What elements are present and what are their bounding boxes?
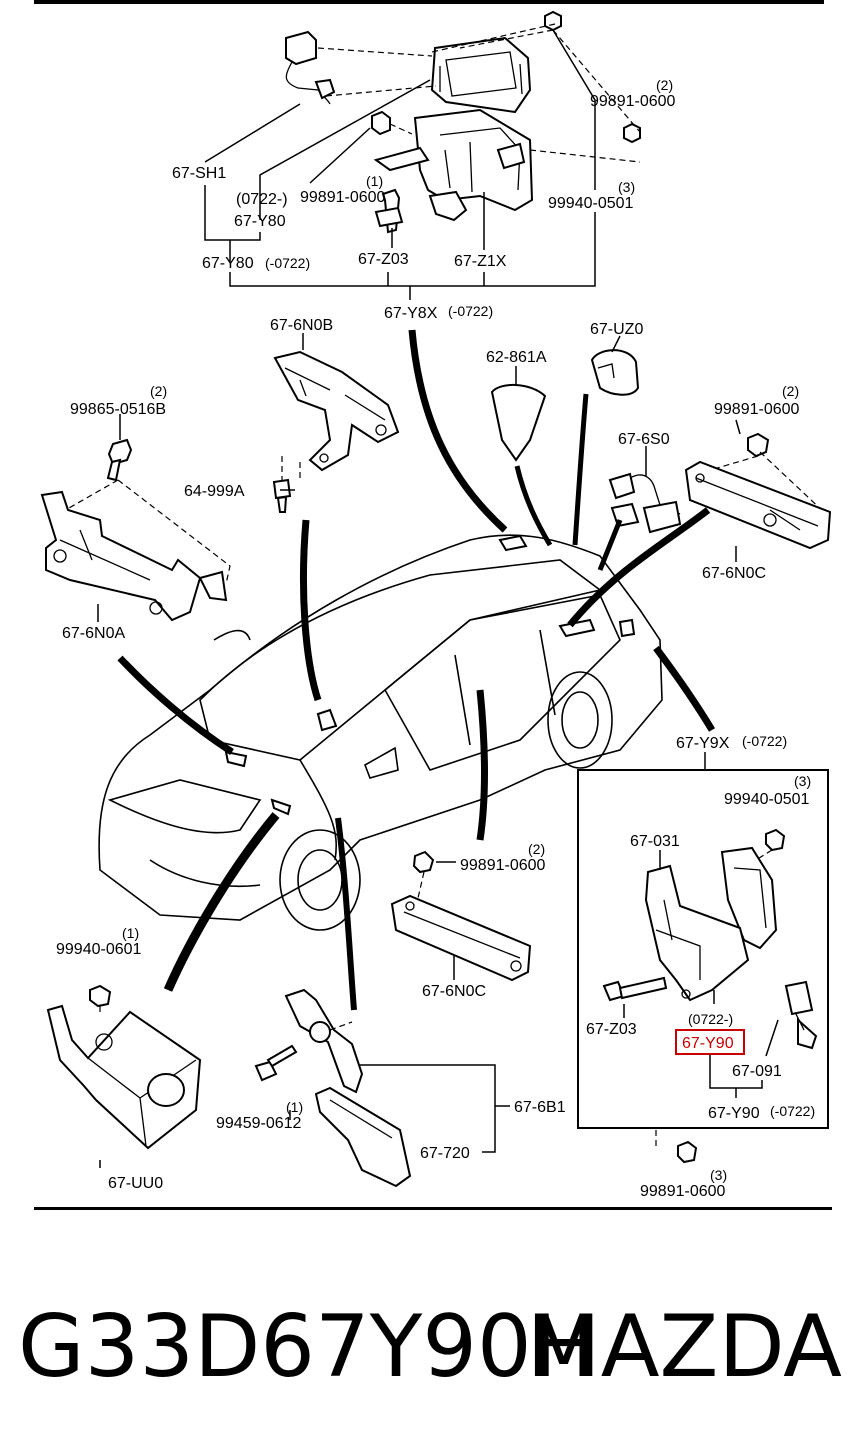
nut-icon-99940-0601	[89, 984, 112, 1008]
module-67-6n0c-mid	[390, 894, 532, 982]
bolt-icon-box	[602, 976, 668, 1002]
highlight-box	[675, 1029, 745, 1055]
label-67-y80: 67-Y80	[234, 213, 286, 230]
label-99940-tr: 99940-0501	[548, 195, 634, 212]
label-99940-box: 99940-0501	[724, 791, 810, 808]
label-99891-top: 99891-0600	[300, 189, 386, 206]
car-body	[98, 534, 663, 931]
label-67-y9x: 67-Y9X	[676, 735, 730, 752]
nut-icon-top-right	[623, 122, 641, 144]
label-qty2-tr: (2)	[656, 77, 673, 93]
label-y8x-suffix: (-0722)	[448, 303, 493, 319]
sensor-67-uz0	[590, 349, 640, 396]
label-y80-0722: (0722-)	[236, 191, 288, 208]
bracket-67-6b1	[284, 988, 364, 1094]
label-qty3-b: (3)	[710, 1167, 727, 1183]
bracket-6n0b	[273, 350, 400, 472]
label-qty3-box: (3)	[794, 773, 811, 789]
label-qty2-mid: (2)	[528, 841, 545, 857]
label-67-y90-highlight: 67-Y90	[682, 1035, 734, 1052]
label-99940-0601: 99940-0601	[56, 941, 142, 958]
label-qty1-l: (1)	[122, 925, 139, 941]
bolt-icon-64-999a	[272, 478, 292, 513]
label-qty1-b: (1)	[286, 1099, 303, 1115]
nut-icon-box	[765, 828, 786, 852]
label-y90-0722: (0722-)	[688, 1011, 733, 1027]
bottom-rule	[34, 1207, 832, 1210]
label-67-uu0: 67-UU0	[108, 1175, 163, 1192]
label-67-6b1: 67-6B1	[514, 1099, 566, 1116]
nut-icon-top-left	[371, 110, 391, 136]
label-67-sh1: 67-SH1	[172, 165, 226, 182]
label-y9x-suffix: (-0722)	[742, 733, 787, 749]
module-67-6n0c-right	[684, 460, 832, 550]
label-67-6n0a: 67-6N0A	[62, 625, 125, 642]
label-67-6n0b: 67-6N0B	[270, 317, 333, 334]
label-y80-old-suffix: (-0722)	[265, 255, 310, 271]
nut-icon-top-center	[544, 10, 562, 32]
label-67-6n0c-right: 67-6N0C	[702, 565, 766, 582]
label-y90-old-suffix: (-0722)	[770, 1103, 815, 1119]
bracket-67-031	[644, 864, 750, 1002]
label-99865: 99865-0516B	[70, 401, 166, 418]
label-67-720: 67-720	[420, 1145, 470, 1162]
car-small-parts	[224, 534, 636, 816]
module-67-y90-box	[720, 846, 778, 950]
bolt-icon-99865	[106, 438, 133, 482]
label-67-z1x: 67-Z1X	[454, 253, 507, 270]
label-99891-r: 99891-0600	[714, 401, 800, 418]
nut-icon-mid	[412, 850, 435, 874]
label-64-999a: 64-999A	[184, 483, 245, 500]
label-qty2-l: (2)	[150, 383, 167, 399]
parts-diagram: 67-SH1 (0722-) 67-Y80 99891-0600 (1) 67-…	[34, 0, 832, 1210]
label-99891-mid: 99891-0600	[460, 857, 546, 874]
module-67-720	[314, 1086, 412, 1188]
module-67-uu0	[46, 1004, 202, 1150]
bracket-6n0a	[40, 490, 228, 622]
label-67-y80-old: 67-Y80	[202, 255, 254, 272]
label-67-6s0: 67-6S0	[618, 431, 670, 448]
label-67-uz0: 67-UZ0	[590, 321, 643, 338]
bold-leaders	[117, 329, 716, 1011]
label-67-6n0c-mid: 67-6N0C	[422, 983, 486, 1000]
label-67-y90-old: 67-Y90	[708, 1105, 760, 1122]
label-67-031: 67-031	[630, 833, 680, 850]
bolt-icon-top	[374, 188, 404, 234]
label-99891-b: 99891-0600	[640, 1183, 726, 1200]
label-qty2-r: (2)	[782, 383, 799, 399]
label-qty1-top: (1)	[366, 173, 383, 189]
label-67-y8x: 67-Y8X	[384, 305, 438, 322]
label-67-z03: 67-Z03	[358, 251, 409, 268]
bracket-top	[373, 108, 534, 222]
label-62-861a: 62-861A	[486, 349, 547, 366]
bolt-icon-99459	[254, 1044, 298, 1082]
control-module-top	[430, 36, 532, 114]
top-rule	[34, 0, 824, 4]
nut-icon-right	[747, 432, 770, 458]
label-qty3-tr: (3)	[618, 179, 635, 195]
connector-harness-top	[285, 30, 336, 105]
y9x-box	[577, 769, 829, 1129]
label-67-z03-box: 67-Z03	[586, 1021, 637, 1038]
label-99891-tr: 99891-0600	[590, 93, 676, 110]
pad-62-861a	[490, 384, 547, 462]
part-number: G33D67Y90H	[18, 1297, 597, 1397]
label-99459: 99459-0612	[216, 1115, 302, 1132]
label-67-091: 67-091	[732, 1063, 782, 1080]
brand-name: MAZDA	[526, 1297, 843, 1397]
nut-icon-bottom	[677, 1140, 698, 1164]
connector-67-091	[784, 980, 818, 1050]
